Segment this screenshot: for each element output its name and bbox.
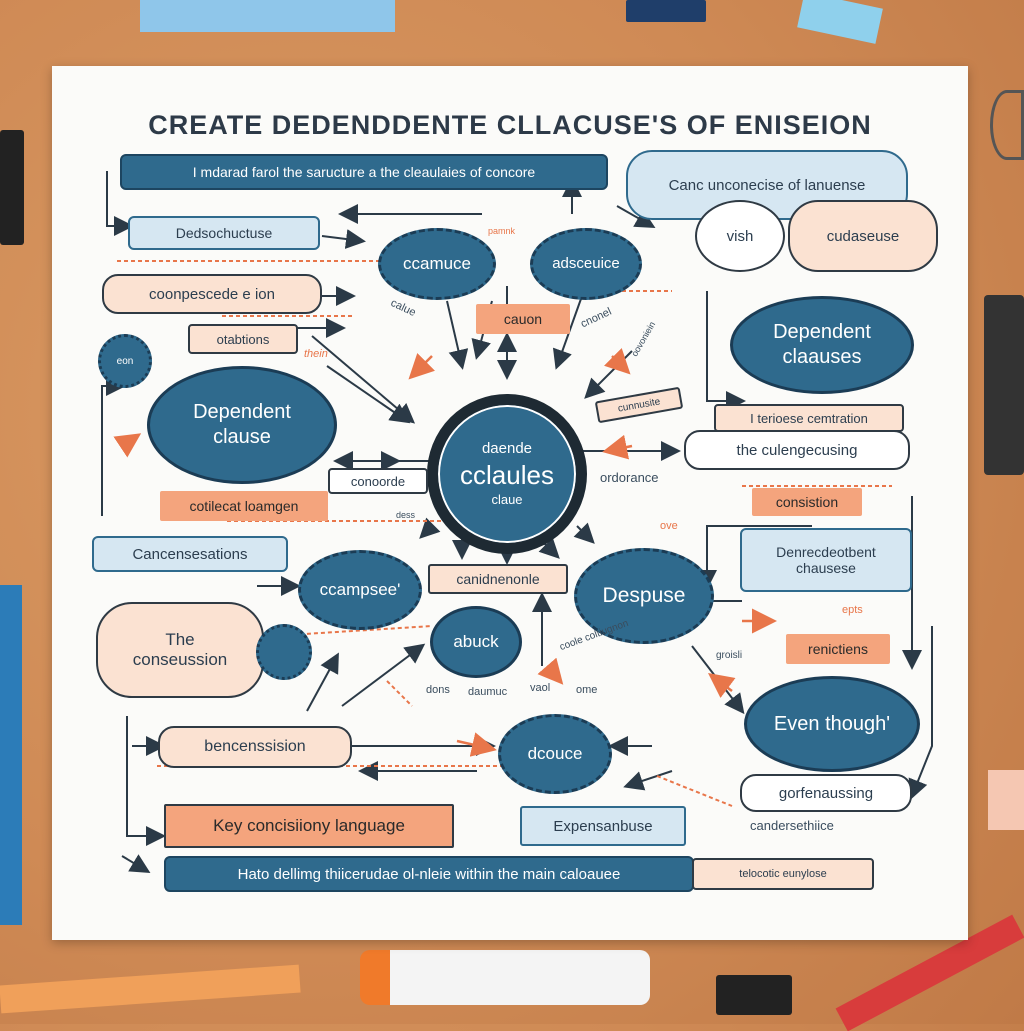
coonpescede-label: coonpescede e ion xyxy=(102,274,322,314)
reniolieno-label: renictiens xyxy=(786,634,890,664)
campsee-oval: ccampsee' xyxy=(298,550,422,630)
small-label-ove: ove xyxy=(660,520,678,532)
dependent-clause-left-line-1: Dependent xyxy=(193,401,291,423)
key-language-label: Key concisiiony language xyxy=(164,804,454,848)
stapler-left xyxy=(0,130,24,245)
dcnt-box: Denrecdeotbent chausese xyxy=(740,528,912,592)
pencil-left xyxy=(0,585,22,925)
despuse-oval: Despuse xyxy=(574,548,714,644)
small-label-pamnk: pamnk xyxy=(488,226,516,236)
vish-bubble: vish xyxy=(695,200,785,272)
abuck-oval: abuck xyxy=(430,606,522,678)
binder-clip-top xyxy=(626,0,706,22)
ccamuce-oval: ccamuce xyxy=(378,228,496,300)
small-label-grorsli: groisli xyxy=(716,650,743,661)
dependent-clause-left: Dependent clause xyxy=(147,366,337,484)
cudaseuse-bubble: cudaseuse xyxy=(788,200,938,272)
pen-right xyxy=(984,295,1024,475)
consistion-label: consistion xyxy=(752,488,862,516)
candersethiice-label: candersethiice xyxy=(750,818,834,833)
small-label-thein: thein xyxy=(304,348,328,360)
benconsession-label: bencenssision xyxy=(158,726,352,768)
the-concession-line-1: The xyxy=(165,630,195,649)
adsceuice-oval: adsceuice xyxy=(530,228,642,300)
dependent-clauses-right: Dependent claauses xyxy=(730,296,914,394)
center-hub: daende cclaules claue xyxy=(427,394,587,554)
center-hub-line-1: daende xyxy=(481,440,533,458)
conoorde-label: conoorde xyxy=(328,468,428,494)
diagram-poster: CREATE DEDENDDENTE CLLACUSE'S OF ENISEIO… xyxy=(52,66,968,940)
sticky-note-top-right xyxy=(797,0,883,44)
badge-lower-left xyxy=(256,624,312,680)
the-concession-line-2: conseussion xyxy=(132,650,228,669)
culengecusing-label: the culengecusing xyxy=(684,430,910,470)
ordorance-label: ordorance xyxy=(600,470,659,485)
badge-top-left: eon xyxy=(98,334,152,388)
pencil-bottom xyxy=(0,964,301,1014)
highlighter-bottom xyxy=(360,950,650,1005)
cotilecat-label: cotilecat loamgen xyxy=(160,491,328,521)
small-label-daumuc: daumuc xyxy=(468,686,508,698)
sticky-note-top-left xyxy=(140,0,395,32)
page-title: CREATE DEDENDDENTE CLLACUSE'S OF ENISEIO… xyxy=(148,110,872,140)
candnenoule-label: canidnenonle xyxy=(428,564,568,594)
small-label-dess: dess xyxy=(396,510,416,520)
dependent-clauses-right-line-1: Dependent xyxy=(773,321,871,343)
cauon-label: cauon xyxy=(476,304,570,334)
center-hub-line-3: claue xyxy=(491,491,523,507)
small-label-epts: epts xyxy=(842,604,863,616)
center-hub-line-2: cclaules xyxy=(460,460,554,490)
top-bar-label: I mdarad farol the saructure a the cleau… xyxy=(120,154,608,190)
dedsochuctuse-label: Dedsochuctuse xyxy=(128,216,320,250)
scissors-icon xyxy=(990,90,1024,160)
concensee-label: Cancensesations xyxy=(92,536,288,572)
small-label-dors: dons xyxy=(426,684,450,696)
small-label-vaol: vaol xyxy=(530,682,551,694)
dependent-clauses-right-line-2: claauses xyxy=(782,346,862,368)
binder-clip-bottom xyxy=(716,975,792,1015)
terioese-label: I terioese cemtration xyxy=(714,404,904,432)
eraser-right xyxy=(988,770,1024,830)
the-concession-cloud: The conseussion xyxy=(96,602,264,698)
bottom-bar-label: Hato dellimg thiicerudae ol-nleie within… xyxy=(164,856,694,892)
gorfeneussing-label: gorfenaussing xyxy=(740,774,912,812)
expensanbuse-label: Expensanbuse xyxy=(520,806,686,846)
even-though-oval: Even though' xyxy=(744,676,920,772)
otabtions-label: otabtions xyxy=(188,324,298,354)
dependent-clause-left-line-2: clause xyxy=(213,426,271,448)
bottom-tag-label: telocotic eunylose xyxy=(692,858,874,890)
small-label-ome: ome xyxy=(576,684,598,696)
dcouse-oval: dcouce xyxy=(498,714,612,794)
